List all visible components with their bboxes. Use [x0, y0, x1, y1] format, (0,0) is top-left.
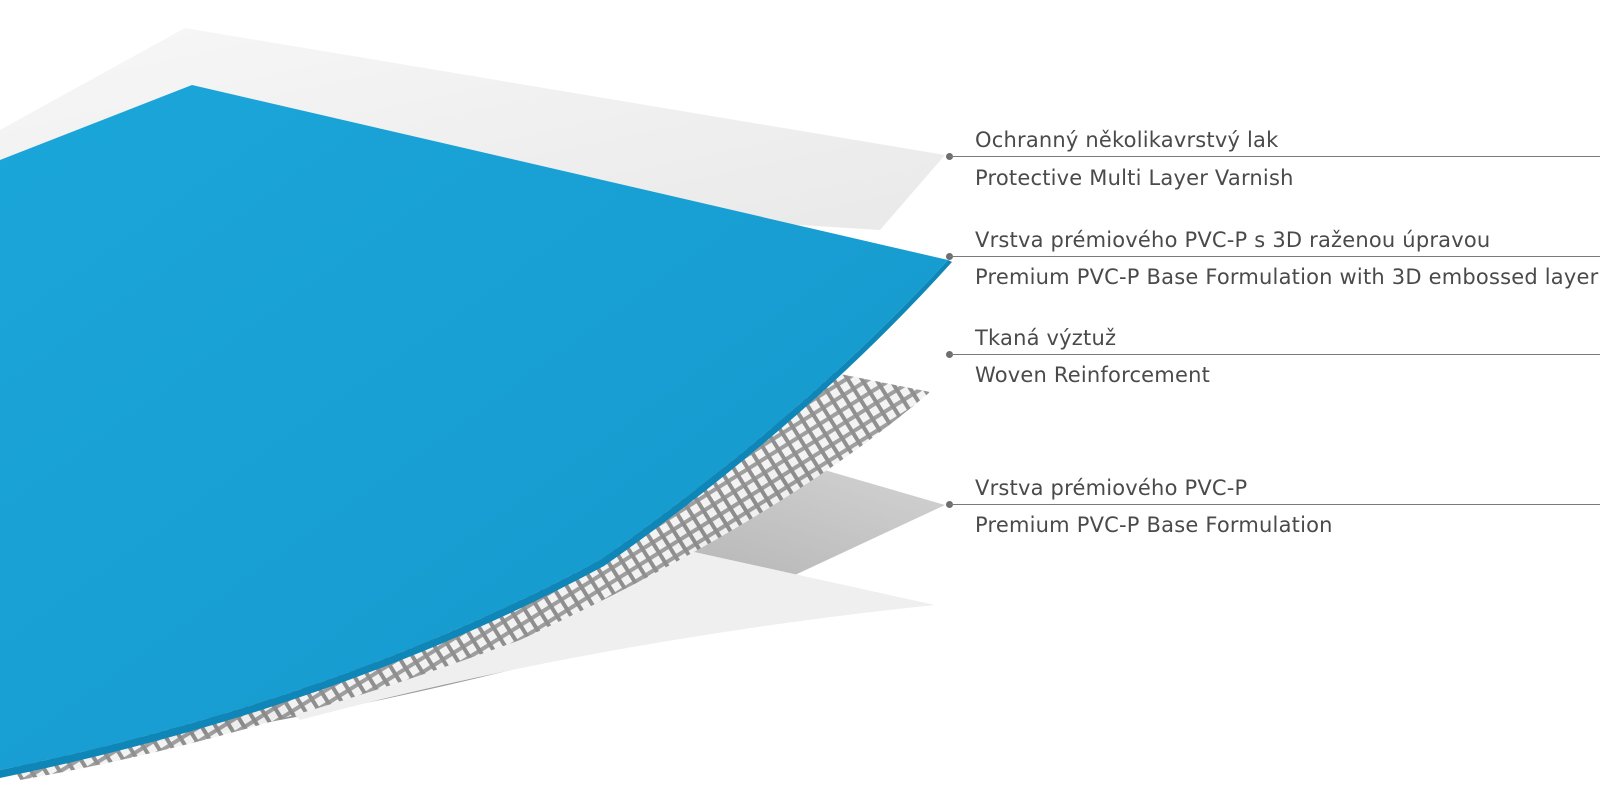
layer-4-czech-label: Vrstva prémiového PVC-P — [975, 476, 1248, 500]
layer-4-leader-line — [950, 504, 1600, 505]
layer-3-pointer-dot — [946, 351, 953, 358]
layer-3-leader-line — [950, 354, 1600, 355]
layer-4-english-label: Premium PVC-P Base Formulation — [975, 513, 1333, 537]
blue-pvc-layer — [0, 85, 948, 770]
layer-2-english-label: Premium PVC-P Base Formulation with 3D e… — [975, 265, 1599, 289]
layer-2-leader-line — [950, 256, 1600, 257]
layer-1-pointer-dot — [946, 153, 953, 160]
layer-2-pointer-dot — [946, 253, 953, 260]
layer-3-english-label: Woven Reinforcement — [975, 363, 1211, 387]
layer-1-czech-label: Ochranný několikavrstvý lak — [975, 128, 1279, 152]
layer-4-pointer-dot — [946, 501, 953, 508]
layer-1-leader-line — [950, 156, 1600, 157]
layer-2-czech-label: Vrstva prémiového PVC-P s 3D raženou úpr… — [975, 228, 1491, 252]
lower-sheet — [280, 540, 935, 720]
layer-1-english-label: Protective Multi Layer Varnish — [975, 166, 1294, 190]
layer-3-czech-label: Tkaná výztuž — [975, 326, 1117, 350]
